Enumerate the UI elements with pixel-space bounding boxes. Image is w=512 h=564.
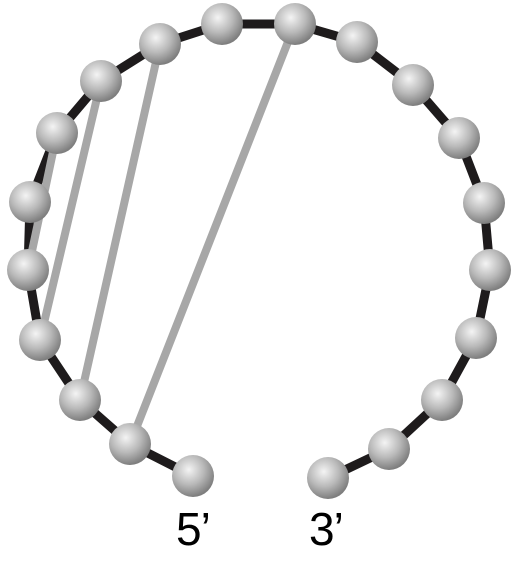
nucleotide-bead-10 xyxy=(201,3,243,45)
three-prime-label: 3’ xyxy=(309,506,343,552)
nucleotide-bead-18 xyxy=(421,379,463,421)
nucleotide-bead-17 xyxy=(455,317,497,359)
nucleotide-bead-11 xyxy=(274,3,316,45)
nucleotide-bead-4 xyxy=(19,319,61,361)
nucleotide-beads xyxy=(7,3,511,499)
nucleotide-bead-19 xyxy=(368,428,410,470)
nucleotide-bead-12 xyxy=(336,21,378,63)
nucleotide-bead-13 xyxy=(392,64,434,106)
nucleotide-bead-3 xyxy=(59,379,101,421)
nucleotide-bead-9 xyxy=(139,23,181,65)
nucleotide-bead-1 xyxy=(172,455,214,497)
five-prime-label: 5’ xyxy=(176,506,210,552)
pair-link-4 xyxy=(130,24,295,444)
nucleotide-bead-16 xyxy=(469,249,511,291)
nucleotide-bead-5 xyxy=(7,249,49,291)
nucleotide-bead-2 xyxy=(109,423,151,465)
nucleotide-bead-8 xyxy=(80,60,122,102)
nucleotide-bead-20 xyxy=(307,457,349,499)
nucleotide-bead-15 xyxy=(463,182,505,224)
nucleotide-bead-7 xyxy=(36,112,78,154)
nucleotide-bead-14 xyxy=(438,117,480,159)
nucleotide-bead-6 xyxy=(9,181,51,223)
